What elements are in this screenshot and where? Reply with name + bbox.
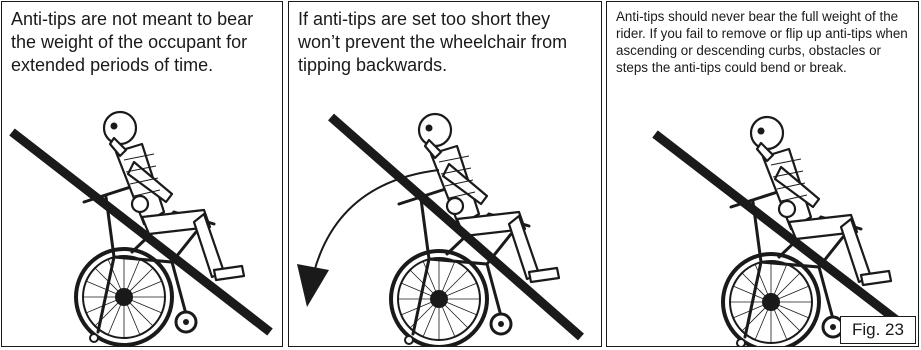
panel-full-weight: Anti-tips should never bear the full wei… [606, 1, 919, 347]
panel-3-illustration [607, 2, 919, 347]
figure-label: Fig. 23 [840, 316, 916, 344]
panel-1-illustration [2, 2, 283, 347]
panel-extended-weight: Anti-tips are not meant to bear the weig… [1, 1, 283, 347]
wheelchair-occupant-icon [76, 112, 244, 345]
panel-too-short: If anti-tips are set too short they won’… [288, 1, 602, 347]
panel-2-illustration [289, 2, 602, 347]
wheelchair-occupant-icon [391, 114, 559, 347]
wheelchair-occupant-icon [723, 117, 891, 347]
